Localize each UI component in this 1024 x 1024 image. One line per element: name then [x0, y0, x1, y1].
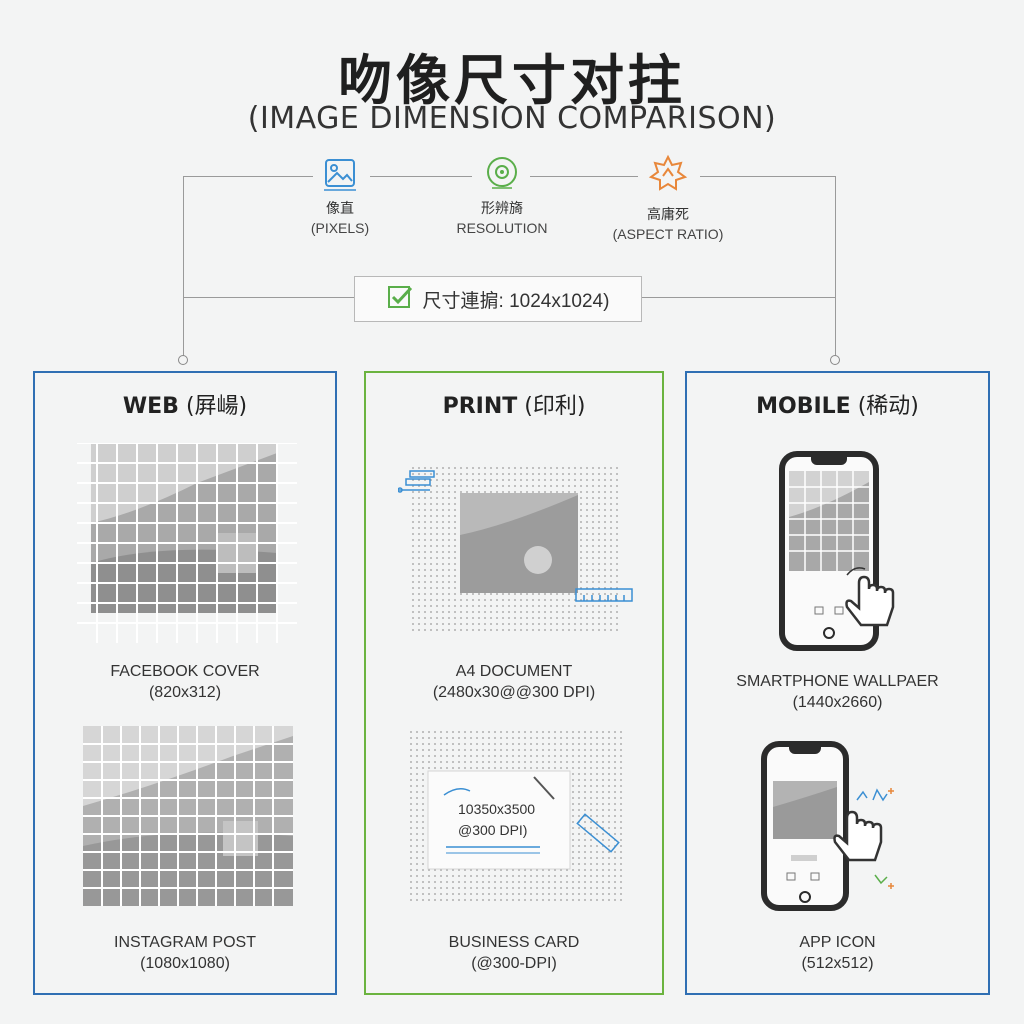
business-card-preview: [408, 729, 628, 905]
page-subtitle: (IMAGE DIMENSION COMPARISON): [247, 101, 777, 136]
sparkle-icon: [873, 871, 897, 895]
sparkle-icon: [855, 786, 895, 810]
ruler-icon: [576, 813, 620, 853]
metric-resolution: 形辨旖 RESOLUTION: [417, 154, 587, 236]
caption-name: A4 DOCUMENT: [455, 663, 573, 680]
caption-smartphone-wallpaper: SMARTPHONE WALLPAER (1440x2660): [687, 671, 988, 713]
panel-mobile: MOBILE (稀动) SMARTPHONE WALLPAER (1440: [685, 371, 990, 995]
a4-document-preview: [397, 465, 638, 631]
tap-hand-icon: [827, 798, 897, 872]
metric-pixels: 像直 (PIXELS): [255, 154, 425, 236]
connector-line: [183, 297, 354, 298]
metric-label-zh: 形辨旖: [481, 201, 523, 217]
connector-icon: [397, 470, 435, 493]
metric-label-zh: 高庸死: [647, 207, 689, 223]
caption-instagram-post: INSTAGRAM POST (1080x1080): [35, 932, 335, 974]
metric-label-en: (PIXELS): [310, 220, 370, 236]
panel-title-en: PRINT: [442, 394, 518, 419]
panel-title-zh: (稀动): [857, 394, 919, 419]
caption-size: (512x512): [801, 955, 874, 972]
metric-label-zh: 像直: [326, 201, 354, 217]
caption-size: (1440x2660): [792, 694, 883, 711]
caption-app-icon: APP ICON (512x512): [687, 932, 988, 974]
connector-line: [370, 176, 472, 177]
panel-title-zh: (屛崵): [185, 394, 248, 419]
caption-name: FACEBOOK COVER: [110, 663, 260, 680]
caption-name: SMARTPHONE WALLPAER: [736, 673, 939, 690]
card-dpi-text: @300 DPI): [458, 822, 528, 838]
connector-line: [700, 176, 835, 177]
badge-text: 尺寸連掮: 1024x1024): [422, 290, 610, 312]
connector-line: [642, 297, 835, 298]
caption-size: (2480x30@@300 DPI): [432, 684, 596, 701]
connector-line: [530, 176, 638, 177]
metric-aspect-ratio: 高庸死 (ASPECT RATIO): [583, 154, 753, 242]
tap-hand-icon: [839, 563, 909, 637]
panel-print: PRINT (印利) A4 DOC: [364, 371, 664, 995]
caption-size: (1080x1080): [140, 955, 230, 972]
connector-line: [183, 176, 184, 356]
panel-title-en: MOBILE: [756, 394, 851, 419]
caption-name: INSTAGRAM POST: [114, 934, 256, 951]
panel-title-en: WEB: [122, 394, 179, 419]
instagram-post-preview: [83, 726, 293, 906]
panel-title-zh: (印利): [524, 394, 586, 419]
starburst-icon: [648, 154, 688, 194]
ruler-icon: [575, 588, 633, 602]
caption-a4-document: A4 DOCUMENT (2480x30@@300 DPI): [366, 661, 662, 703]
caption-name: APP ICON: [799, 934, 876, 951]
connector-node: [830, 355, 840, 365]
panel-title: PRINT (印利): [366, 388, 662, 420]
connector-node: [178, 355, 188, 365]
checkbox-check-icon: [387, 284, 413, 314]
connector-line: [183, 176, 313, 177]
panel-web: WEB (屛崵) FACEBOOK COVER (820x312): [33, 371, 337, 995]
facebook-cover-preview: [77, 442, 297, 643]
caption-size: (820x312): [148, 684, 222, 701]
target-icon: [482, 154, 522, 194]
dimension-badge: 尺寸連掮: 1024x1024): [354, 276, 642, 322]
connector-line: [835, 176, 836, 356]
card-dimension-text: 10350x3500: [458, 801, 536, 817]
panel-title: MOBILE (稀动): [687, 388, 988, 420]
caption-business-card: BUSINESS CARD (@300-DPI): [366, 932, 662, 974]
panel-title: WEB (屛崵): [35, 388, 335, 420]
caption-name: BUSINESS CARD: [448, 934, 580, 951]
caption-facebook-cover: FACEBOOK COVER (820x312): [35, 661, 335, 703]
image-icon: [320, 154, 360, 194]
metric-label-en: RESOLUTION: [456, 220, 548, 236]
metric-label-en: (ASPECT RATIO): [612, 226, 724, 242]
page-title: 吻像尺寸对拄: [338, 49, 686, 112]
caption-size: (@300-DPI): [471, 955, 557, 972]
